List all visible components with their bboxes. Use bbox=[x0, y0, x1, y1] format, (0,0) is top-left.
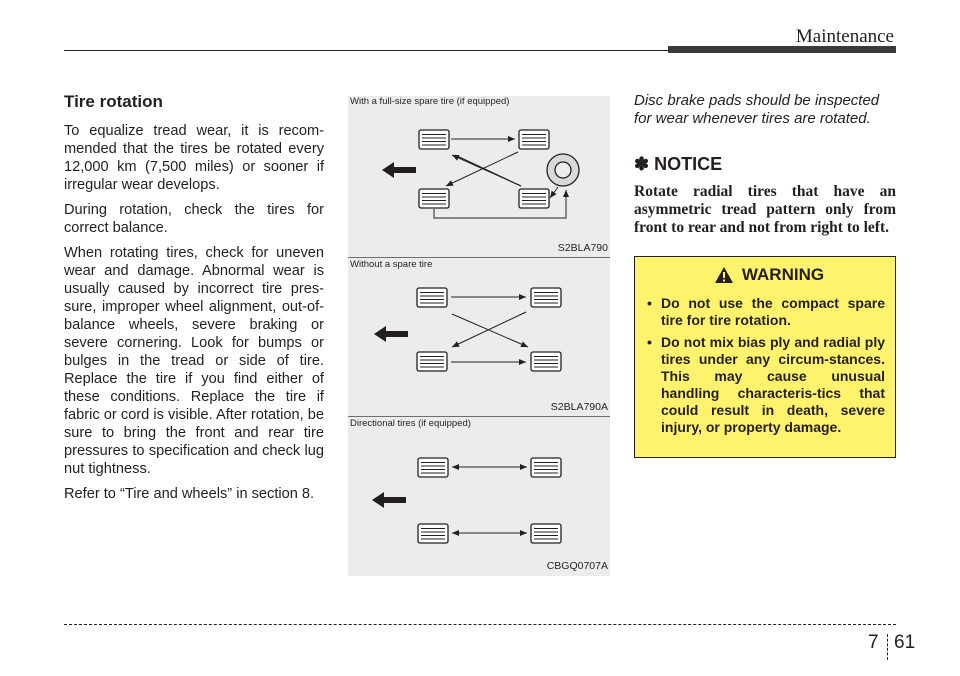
brake-pad-note: Disc brake pads should be inspected for … bbox=[634, 92, 880, 127]
tire-front-left bbox=[418, 129, 450, 150]
page-number: 61 bbox=[894, 632, 916, 653]
rotation-diagram-full-spare bbox=[382, 129, 580, 219]
figure-divider bbox=[348, 257, 610, 258]
tire-rear-left bbox=[416, 351, 448, 372]
notice-body: Rotate radial tires that have an asymmet… bbox=[634, 183, 896, 236]
right-column: Disc brake pads should be inspected for … bbox=[634, 92, 896, 237]
paragraph-reference: Refer to “Tire and wheels” in section 8. bbox=[64, 486, 315, 502]
direction-arrow-icon bbox=[372, 492, 406, 508]
list-item: • Do not use the compact spare tire for t… bbox=[645, 295, 885, 329]
warning-header: WARNING bbox=[653, 265, 885, 285]
bullet: • bbox=[647, 334, 652, 350]
rotation-diagram-directional bbox=[372, 457, 562, 544]
tire-rotation-heading: Tire rotation bbox=[64, 92, 163, 111]
page-divider bbox=[887, 634, 888, 660]
bullet: • bbox=[647, 295, 652, 311]
header-bar bbox=[668, 46, 896, 53]
paragraph-balance: During rotation, check the tires for cor… bbox=[64, 202, 324, 236]
warning-box: WARNING • Do not use the compact spare ti… bbox=[634, 256, 896, 458]
tire-front-left bbox=[417, 457, 449, 478]
header-rule bbox=[64, 50, 668, 51]
warning-triangle-icon bbox=[714, 267, 733, 283]
direction-arrow-icon bbox=[374, 326, 408, 342]
figure-code-full-spare: S2BLA790 bbox=[555, 242, 610, 254]
tire-rear-right bbox=[530, 523, 562, 544]
tire-rear-left bbox=[417, 523, 449, 544]
figure-divider bbox=[348, 416, 610, 417]
direction-arrow-icon bbox=[382, 162, 416, 178]
figure-code-directional: CBGQ0707A bbox=[544, 560, 610, 572]
rotation-diagram-no-spare bbox=[374, 287, 562, 372]
tire-front-right bbox=[530, 457, 562, 478]
tire-rotation-section: Tire rotation To equalize tread wear, it… bbox=[64, 92, 324, 510]
tire-rear-right bbox=[518, 188, 550, 209]
warning-item-text: Do not use the compact spare tire for ti… bbox=[661, 295, 885, 328]
spare-tire-icon bbox=[546, 153, 580, 187]
figure-label-directional: Directional tires (if equipped) bbox=[350, 418, 471, 429]
list-item: • Do not mix bias ply and radial ply tire… bbox=[645, 334, 885, 436]
rotation-figures: With a full-size spare tire (if equipped… bbox=[348, 96, 610, 576]
tire-front-left bbox=[416, 287, 448, 308]
tire-rear-left bbox=[418, 188, 450, 209]
section-title: Maintenance bbox=[795, 26, 894, 47]
figure-code-no-spare: S2BLA790A bbox=[548, 401, 610, 413]
chapter-number: 7 bbox=[868, 632, 879, 653]
tire-rear-right bbox=[530, 351, 562, 372]
notice-heading: ✽ NOTICE bbox=[634, 154, 723, 174]
warning-item-text: Do not mix bias ply and radial ply tires… bbox=[661, 334, 885, 435]
figure-label-full-spare: With a full-size spare tire (if equipped… bbox=[350, 96, 510, 107]
tire-front-right bbox=[518, 129, 550, 150]
figure-panel-full-spare: With a full-size spare tire (if equipped… bbox=[348, 96, 610, 258]
figure-panel-no-spare: Without a spare tire S2BLA790A bbox=[348, 258, 610, 418]
figure-panel-directional: Directional tires (if equipped) CBGQ0707… bbox=[348, 417, 610, 576]
warning-list: • Do not use the compact spare tire for t… bbox=[645, 295, 885, 436]
warning-title: WARNING bbox=[741, 265, 825, 284]
figure-label-no-spare: Without a spare tire bbox=[350, 259, 433, 270]
paragraph-wear-check: When rotating tires, check for uneven we… bbox=[64, 245, 324, 477]
footer-rule bbox=[64, 624, 896, 625]
tire-front-right bbox=[530, 287, 562, 308]
paragraph-intro: To equalize tread wear, it is recom-mend… bbox=[64, 123, 324, 193]
